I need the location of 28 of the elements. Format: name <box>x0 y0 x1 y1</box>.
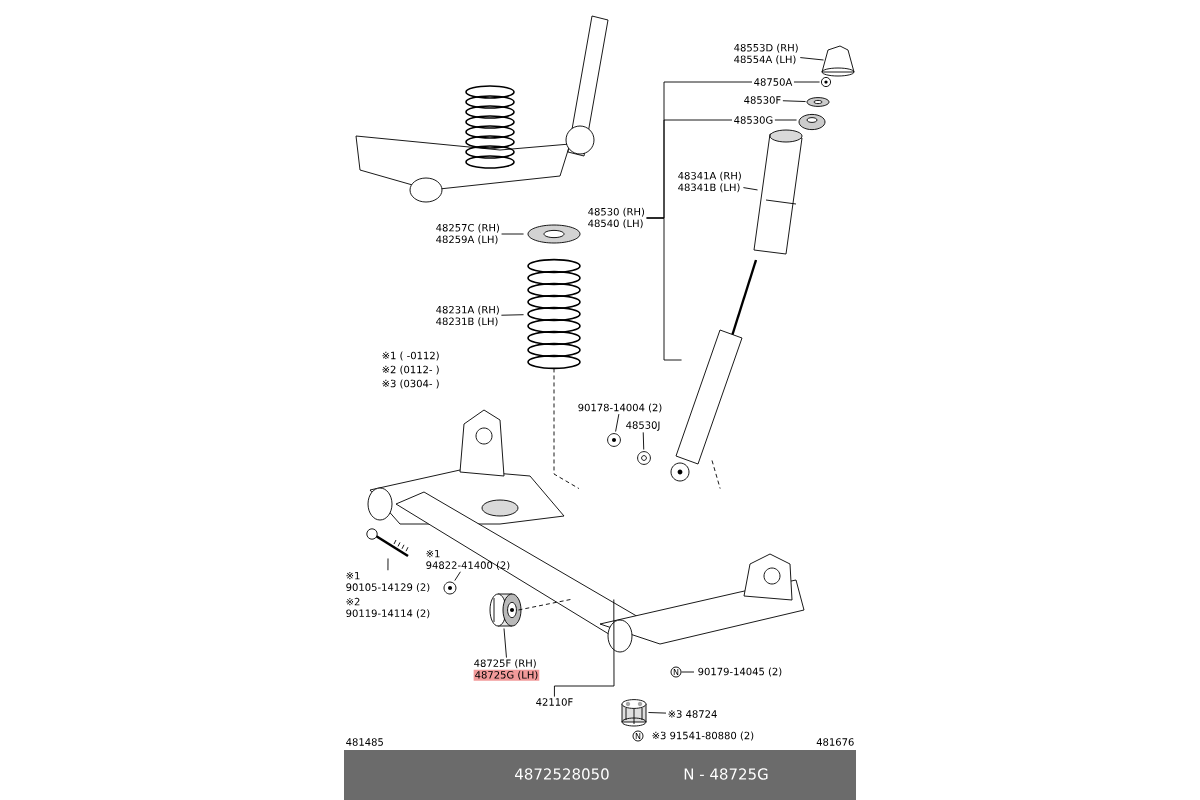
spring-seat-drawing <box>527 224 581 244</box>
leader-line <box>615 413 620 432</box>
shock-absorber-drawing <box>670 259 758 482</box>
leader-line <box>553 368 580 489</box>
stopper-drawing <box>621 699 647 727</box>
leader-line <box>500 314 524 316</box>
cap-drawing <box>821 45 855 77</box>
cushion-drawing <box>798 113 826 131</box>
leader-line <box>782 100 806 102</box>
leader-line <box>711 460 721 489</box>
leader-line <box>742 187 758 191</box>
leader-line <box>799 57 824 61</box>
leader-line <box>648 712 667 714</box>
leader-line <box>454 571 461 581</box>
leader-line <box>554 599 615 698</box>
leader-line <box>518 599 572 611</box>
leader-line <box>774 119 797 121</box>
nut-drawing <box>820 76 832 88</box>
washer-drawing <box>806 97 830 107</box>
leader-line <box>387 558 389 571</box>
leader-line <box>646 217 682 361</box>
coil-spring-drawing <box>527 258 581 370</box>
boot-drawing <box>753 129 803 255</box>
leader-line <box>501 233 524 235</box>
leader-line <box>793 81 820 83</box>
leader-line <box>503 628 507 659</box>
bushing-drawing <box>489 593 522 627</box>
leader-line <box>642 431 645 450</box>
